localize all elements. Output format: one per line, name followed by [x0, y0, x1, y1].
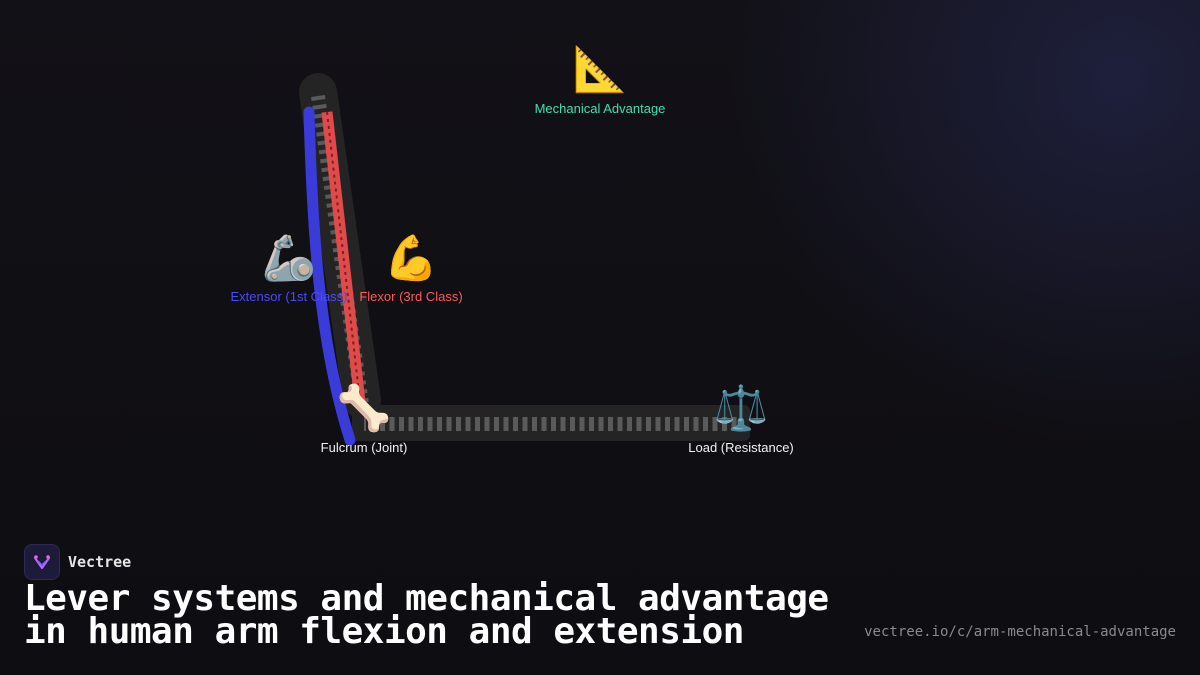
triangle-ruler-icon: 📐 [572, 44, 628, 95]
bone-icon: 🦴 [336, 383, 392, 434]
brand: Vectree [24, 544, 131, 580]
flexor-label: Flexor (3rd Class) [359, 289, 463, 304]
source-url: vectree.io/c/arm-mechanical-advantage [864, 624, 1176, 640]
mechanical-arm-icon: 🦾 [261, 233, 317, 284]
load-label: Load (Resistance) [688, 440, 794, 455]
fulcrum-label: Fulcrum (Joint) [320, 440, 408, 455]
extensor-muscle-line [303, 106, 356, 446]
title-line-1: Lever systems and mechanical advantage [24, 578, 829, 619]
extensor-label: Extensor (1st Class) [230, 289, 348, 304]
flexor-muscle-line [321, 111, 366, 403]
balance-scale-icon: ⚖️ [713, 383, 769, 434]
vectree-logo-icon [24, 544, 60, 580]
mechanical-advantage-label: Mechanical Advantage [534, 101, 666, 116]
page-title: Lever systems and mechanical advantage i… [24, 581, 864, 650]
title-line-2: in human arm flexion and extension [24, 611, 744, 652]
forearm-bar [352, 405, 750, 441]
brand-name: Vectree [68, 553, 132, 571]
flexed-biceps-icon: 💪 [383, 233, 439, 284]
